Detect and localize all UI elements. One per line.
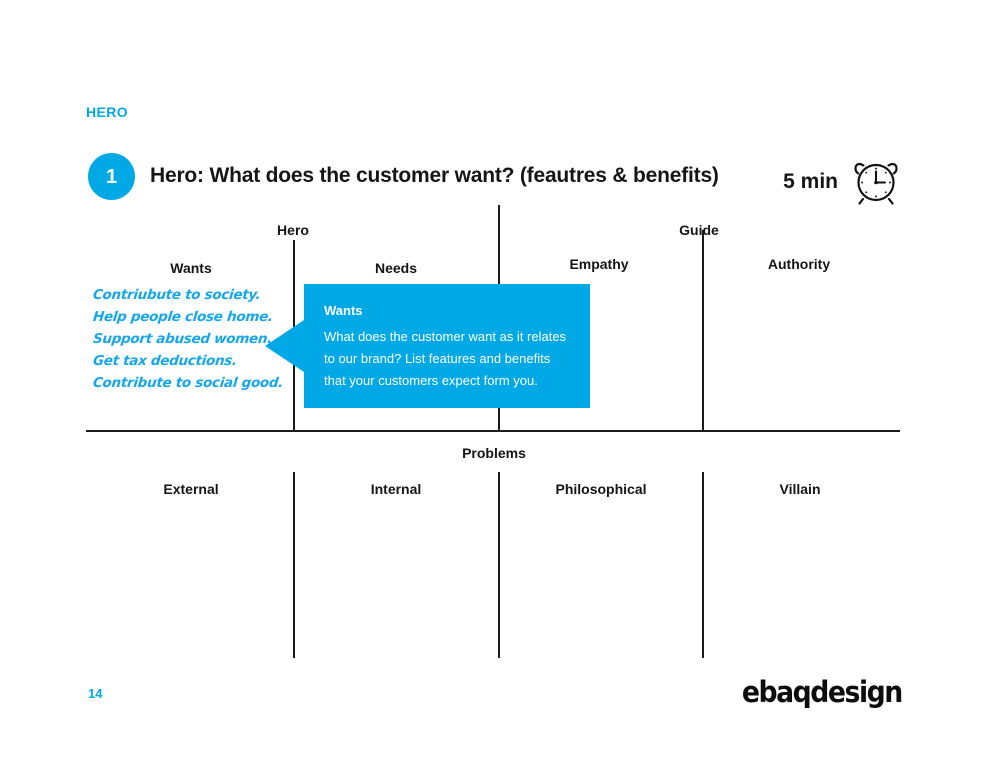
section-divider-rule (86, 430, 900, 432)
divider-philosophical-villain (702, 472, 704, 658)
brandscript-canvas: Hero Guide Wants Needs Empathy Authority… (86, 200, 900, 660)
timer-label: 5 min (783, 169, 838, 193)
column-label-internal: Internal (370, 481, 422, 497)
alarm-clock-icon (850, 155, 902, 207)
column-label-external: External (163, 481, 219, 497)
note-line: Contribute to social good. (92, 375, 284, 391)
divider-external-internal (293, 472, 295, 658)
group-label-problems: Problems (462, 445, 526, 461)
column-label-needs: Needs (374, 260, 418, 276)
divider-internal-philosophical (498, 472, 500, 658)
callout-body: What does the customer want as it relate… (324, 328, 567, 388)
section-eyebrow: HERO (86, 104, 129, 120)
group-label-guide: Guide (679, 222, 719, 238)
note-line: Support abused women. (92, 331, 273, 347)
note-line: Get tax deductions. (92, 353, 238, 369)
note-line: Help people close home. (92, 309, 274, 325)
column-label-authority: Authority (767, 256, 831, 272)
column-label-empathy: Empathy (569, 256, 629, 272)
instruction-callout: Wants What does the customer want as it … (265, 284, 590, 408)
column-label-wants: Wants (170, 260, 212, 276)
page-number: 14 (88, 686, 103, 701)
page-title: Hero: What does the customer want? (feau… (150, 164, 719, 187)
note-line: Contriubute to society. (92, 287, 262, 303)
callout-pointer-icon (265, 320, 304, 372)
callout-title: Wants (324, 303, 363, 318)
divider-empathy-authority (702, 230, 704, 430)
timer: 5 min (783, 155, 902, 207)
wants-handwritten-notes: Contriubute to society. Help people clos… (92, 284, 293, 394)
column-label-philosophical: Philosophical (555, 481, 647, 497)
brand-logo: ebaqdesign (742, 675, 903, 709)
group-label-hero: Hero (277, 222, 309, 238)
step-number-badge: 1 (88, 153, 135, 200)
column-label-villain: Villain (779, 481, 821, 497)
